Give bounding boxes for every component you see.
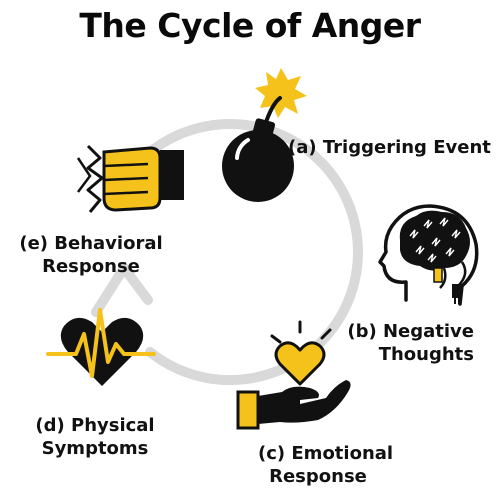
label-line: Response: [269, 466, 367, 487]
label-line: Thoughts: [378, 344, 474, 365]
label-behavioral-response: (e) Behavioral Response: [6, 232, 176, 278]
cycle-ring: [113, 119, 363, 386]
head-brain-icon: [378, 204, 479, 306]
cycle-arrow-icon: [91, 263, 153, 317]
heartbeat-icon: [46, 308, 156, 386]
label-line: (b) Negative: [347, 321, 474, 342]
label-line: (e) Behavioral: [19, 233, 163, 254]
label-line: (d) Physical: [35, 415, 155, 436]
label-line: Symptoms: [41, 438, 149, 459]
label-physical-symptoms: (d) Physical Symptoms: [20, 414, 170, 460]
diagram-title: The Cycle of Anger: [79, 6, 421, 45]
heart-shape: [274, 341, 326, 386]
label-negative-thoughts: (b) Negative Thoughts: [347, 320, 474, 366]
heart-body: [60, 317, 144, 386]
label-triggering-event: (a) Triggering Event: [288, 136, 491, 159]
label-line: Response: [42, 256, 140, 277]
impact-lines: [86, 144, 104, 213]
hand-shape: [258, 380, 351, 424]
label-emotional-response: (c) Emotional Response: [258, 442, 394, 488]
label-line: (c) Emotional: [258, 443, 394, 464]
spark-burst: [255, 68, 307, 118]
label-line: (a) Triggering Event: [288, 137, 491, 158]
bomb-icon: [222, 68, 307, 202]
hand-heart-icon: [236, 320, 351, 430]
fist-punch-icon: [76, 144, 184, 213]
